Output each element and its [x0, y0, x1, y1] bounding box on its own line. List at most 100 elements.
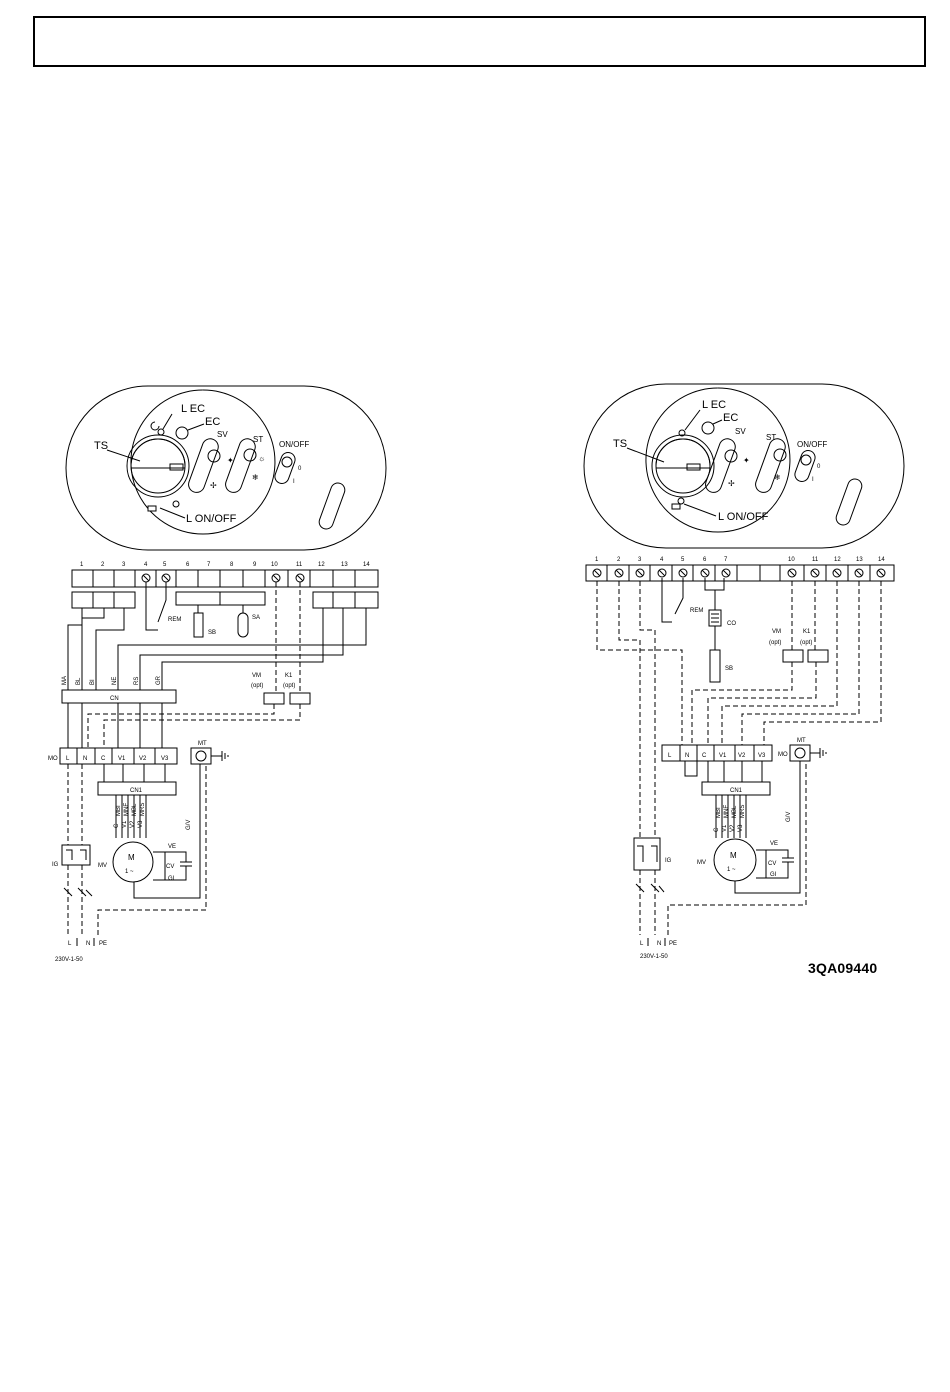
left-terminal-numbers: 1 2 3 4 5 6 7 8 9 10 11 12 13 14 — [80, 562, 370, 568]
svg-text:4: 4 — [144, 562, 148, 568]
left-sb-label: SB — [208, 630, 216, 636]
svg-text:NE: NE — [112, 677, 118, 685]
svg-text:N: N — [657, 941, 661, 947]
lec-label: L EC — [181, 403, 205, 415]
svg-text:V2: V2 — [139, 756, 147, 762]
ec-led — [175, 426, 189, 440]
svg-text:C: C — [114, 823, 120, 828]
right-wiring: VM (opt) K1 (opt) L N C V1 V2 V3 MO — [596, 581, 882, 960]
svg-text:10: 10 — [788, 557, 795, 563]
svg-text:14: 14 — [363, 562, 370, 568]
onoff-switch[interactable] — [273, 451, 297, 486]
svg-text:8: 8 — [230, 562, 234, 568]
svg-text:MNE: MNE — [724, 805, 730, 818]
svg-text:V2: V2 — [130, 820, 136, 828]
svg-text:1 ~: 1 ~ — [727, 867, 736, 873]
svg-text:MBI: MBI — [716, 807, 722, 818]
svg-text:CO: CO — [727, 621, 736, 627]
svg-text:L: L — [668, 753, 672, 759]
svg-text:CN1: CN1 — [130, 788, 143, 794]
svg-text:M: M — [128, 853, 135, 862]
svg-text:1: 1 — [595, 557, 599, 563]
svg-text:CV: CV — [768, 861, 776, 867]
svg-text:K1: K1 — [285, 673, 293, 679]
svg-text:MT: MT — [198, 741, 207, 747]
svg-text:MV: MV — [697, 860, 706, 866]
svg-text:N: N — [86, 941, 90, 947]
svg-text:M: M — [730, 851, 737, 860]
svg-text:L ON/OFF: L ON/OFF — [718, 511, 769, 523]
left-rating: 230V-1-50 — [55, 957, 83, 963]
svg-text:BL: BL — [76, 677, 82, 685]
svg-text:❄: ❄ — [774, 473, 781, 482]
svg-text:MT: MT — [797, 738, 806, 744]
ts-label: TS — [94, 440, 108, 452]
svg-text:9: 9 — [253, 562, 257, 568]
svg-text:V1: V1 — [722, 824, 728, 832]
svg-text:RS: RS — [134, 677, 140, 685]
svg-text:7: 7 — [724, 557, 728, 563]
svg-text:13: 13 — [341, 562, 348, 568]
svg-text:V2: V2 — [738, 753, 746, 759]
svg-text:(opt): (opt) — [800, 640, 812, 646]
right-control-panel: ✦ ✢ ❄ L EC EC TS SV ST ON/OFF — [583, 383, 905, 549]
left-cn-connector — [61, 689, 177, 704]
svg-text:BI: BI — [90, 679, 96, 685]
svg-text:VM: VM — [772, 629, 781, 635]
svg-text:G/V: G/V — [786, 812, 792, 822]
left-motor-terminals — [59, 747, 178, 765]
svg-text:0: 0 — [817, 464, 821, 470]
svg-text:L EC: L EC — [702, 399, 726, 411]
right-sv-switch[interactable]: ✦ ✢ — [703, 437, 750, 495]
svg-text:12: 12 — [834, 557, 841, 563]
right-onoff-switch[interactable] — [793, 449, 817, 484]
svg-text:SB: SB — [725, 666, 733, 672]
sv-switch[interactable]: ✦ ✢ — [186, 437, 234, 495]
right-st-switch[interactable]: ❄ — [753, 437, 787, 495]
svg-text:TS: TS — [613, 438, 627, 450]
svg-text:REM: REM — [690, 608, 703, 614]
svg-text:✢: ✢ — [728, 479, 735, 488]
svg-text:7: 7 — [207, 562, 211, 568]
svg-text:VE: VE — [770, 841, 778, 847]
right-ts-knob[interactable] — [651, 434, 715, 498]
st-switch[interactable]: ☼ ❄ — [223, 437, 265, 495]
svg-text:GI: GI — [770, 872, 777, 878]
svg-text:L: L — [66, 756, 70, 762]
svg-text:2: 2 — [617, 557, 621, 563]
svg-text:MO: MO — [778, 752, 788, 758]
svg-text:✦: ✦ — [227, 456, 234, 465]
svg-text:(opt): (opt) — [769, 640, 781, 646]
right-motor — [713, 838, 757, 882]
svg-text:CN: CN — [110, 696, 119, 702]
svg-text:5: 5 — [681, 557, 685, 563]
svg-text:C: C — [714, 827, 720, 832]
svg-text:MNE: MNE — [124, 803, 130, 816]
svg-text:4: 4 — [660, 557, 664, 563]
svg-text:SV: SV — [735, 427, 746, 436]
svg-text:3: 3 — [638, 557, 642, 563]
svg-text:GI: GI — [168, 876, 175, 882]
svg-text:V1: V1 — [719, 753, 727, 759]
svg-text:GR: GR — [156, 675, 162, 685]
left-motor — [112, 841, 154, 883]
svg-text:1: 1 — [80, 562, 84, 568]
svg-text:N: N — [685, 753, 689, 759]
svg-text:CN1: CN1 — [730, 788, 743, 794]
svg-text:V3: V3 — [758, 753, 766, 759]
svg-text:11: 11 — [296, 562, 303, 568]
svg-text:CV: CV — [166, 864, 174, 870]
left-control-panel: ✦ ✢ ☼ ❄ L EC EC TS — [65, 385, 387, 551]
svg-text:MBI: MBI — [116, 805, 122, 816]
svg-text:K1: K1 — [803, 629, 811, 635]
svg-text:MO: MO — [48, 756, 58, 762]
svg-text:❄: ❄ — [252, 473, 259, 482]
svg-text:MRS: MRS — [740, 805, 746, 818]
svg-text:ST: ST — [766, 433, 776, 442]
right-terminal-block: 1 2 3 4 5 6 7 10 11 12 13 14 — [585, 557, 895, 683]
svg-text:V3: V3 — [738, 824, 744, 832]
svg-text:11: 11 — [812, 557, 819, 563]
svg-text:MRS: MRS — [140, 803, 146, 816]
ts-knob[interactable] — [126, 434, 190, 498]
right-motor-terminals — [661, 744, 773, 762]
